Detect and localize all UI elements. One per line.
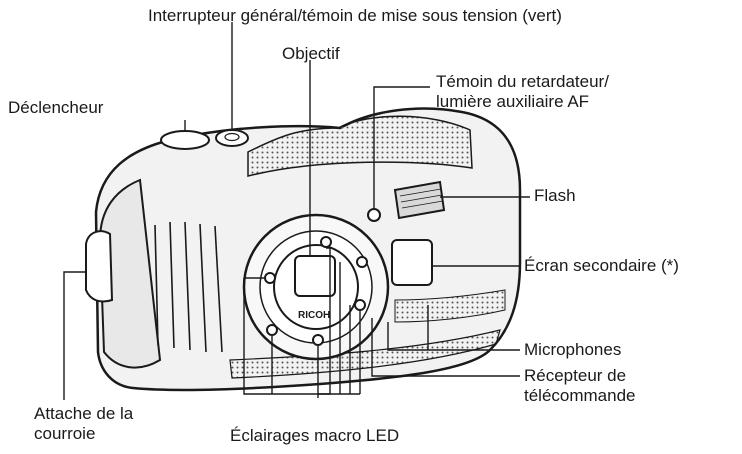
label-strap-lug: Attache de la courroie — [34, 404, 134, 443]
side-band — [394, 289, 506, 323]
label-power-switch: Interrupteur général/témoin de mise sous… — [148, 6, 562, 25]
label-sub-screen: Écran secondaire (*) — [524, 256, 679, 275]
brand-logo: RICOH — [298, 310, 330, 321]
label-self-timer: Témoin du retardateur/ lumière auxiliair… — [436, 72, 609, 111]
self-timer-lamp — [367, 208, 381, 222]
power-button-inner — [224, 132, 240, 142]
power-button — [215, 129, 249, 147]
grip-ridges — [154, 221, 223, 353]
flash-window — [393, 180, 446, 220]
top-hump — [247, 115, 473, 177]
side-grip — [98, 178, 162, 369]
strap-lug — [85, 230, 114, 303]
macro-leds — [264, 236, 368, 346]
label-flash: Flash — [534, 186, 576, 205]
label-remote-receiver: Récepteur de télécommande — [524, 366, 636, 405]
label-lens: Objectif — [282, 44, 340, 63]
lens-window — [294, 255, 336, 297]
sub-screen — [391, 239, 433, 286]
shutter-button — [160, 130, 210, 150]
label-macro-leds: Éclairages macro LED — [230, 426, 400, 445]
label-microphones: Microphones — [524, 340, 622, 359]
flash-lines — [399, 188, 444, 209]
label-shutter: Déclencheur — [8, 98, 104, 117]
leader-lines — [63, 22, 530, 400]
